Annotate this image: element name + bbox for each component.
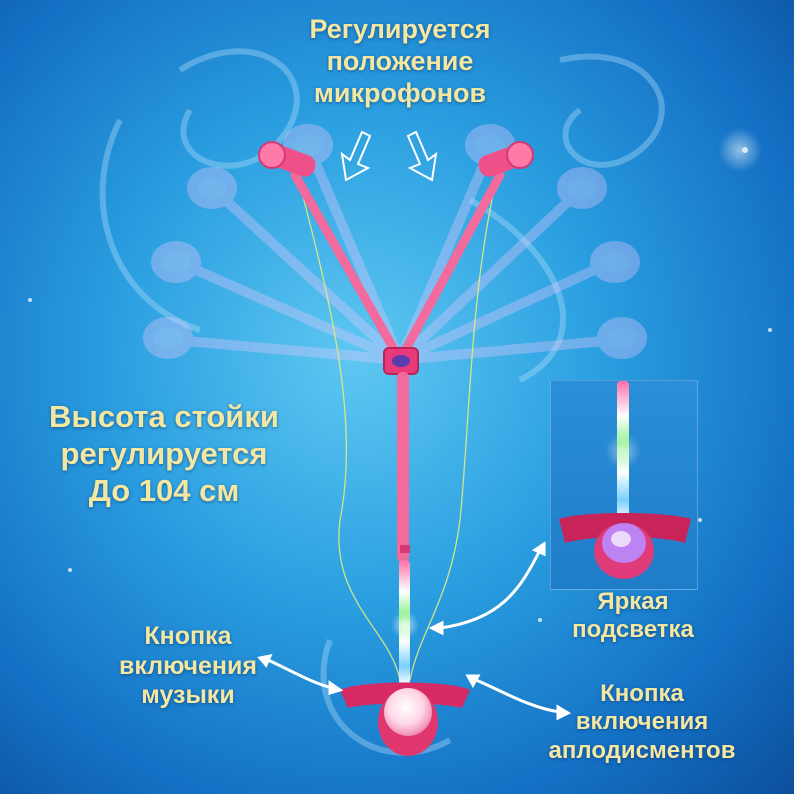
caption-stand-height: Высота стойки регулируется До 104 см xyxy=(14,398,314,510)
caption-line: музыки xyxy=(141,681,235,709)
caption-line: положение xyxy=(326,45,474,76)
ghost-microphones xyxy=(143,124,647,365)
caption-line: Кнопка xyxy=(600,680,684,707)
caption-line: подсветка xyxy=(572,616,694,644)
caption-line: Кнопка xyxy=(144,622,232,650)
caption-music-button: Кнопка включения музыки xyxy=(88,622,288,711)
caption-line: аплодисментов xyxy=(548,736,736,764)
caption-mic-position: Регулируется положение микрофонов xyxy=(250,14,550,110)
caption-applause-button: Кнопка включения аплодисментов xyxy=(522,680,762,765)
caption-line: включения xyxy=(575,708,709,736)
caption-line: микрофонов xyxy=(313,77,487,108)
down-arrows-icon xyxy=(340,130,438,182)
microphone-right-icon xyxy=(478,141,534,177)
cables xyxy=(299,184,496,681)
caption-backlight: Яркая подсветка xyxy=(548,588,718,645)
caption-line: Регулируется xyxy=(309,14,491,44)
caption-line: регулируется xyxy=(60,436,268,472)
caption-line: Высота стойки xyxy=(49,399,279,434)
music-button xyxy=(384,688,432,736)
backlight-inset-photo xyxy=(550,380,698,590)
music-note-decor xyxy=(99,48,665,756)
microphone-left-icon xyxy=(258,141,316,177)
caption-line: Яркая xyxy=(597,588,669,615)
pointer-arrows xyxy=(257,541,572,721)
microphone-stand xyxy=(258,141,534,756)
caption-line: До 104 см xyxy=(88,473,240,509)
caption-line: включения xyxy=(119,651,257,680)
